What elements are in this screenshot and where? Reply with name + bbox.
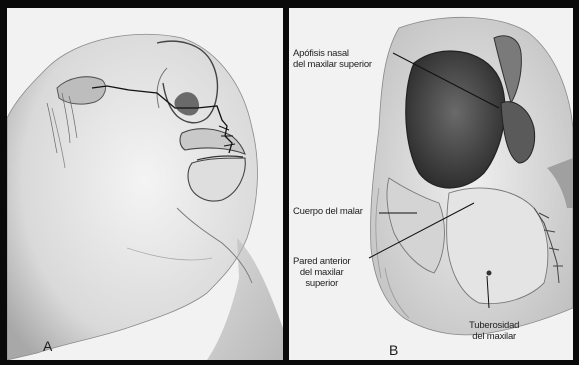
label-pared-anterior: Pared anterior del maxilar superior — [293, 256, 350, 289]
face-drawing — [7, 8, 283, 360]
panel-b-skull-illustration: Apófisis nasal del maxilar superior Cuer… — [289, 8, 573, 360]
label-tuberosidad: Tuberosidad del maxilar — [469, 320, 519, 342]
panel-a-face-illustration: A — [7, 8, 283, 360]
label-cuerpo-malar: Cuerpo del malar — [293, 206, 363, 217]
foramen — [487, 271, 492, 276]
panel-letter-a: A — [43, 338, 52, 354]
label-apofisis-nasal: Apófisis nasal del maxilar superior — [293, 48, 372, 70]
panel-letter-b: B — [389, 342, 398, 358]
